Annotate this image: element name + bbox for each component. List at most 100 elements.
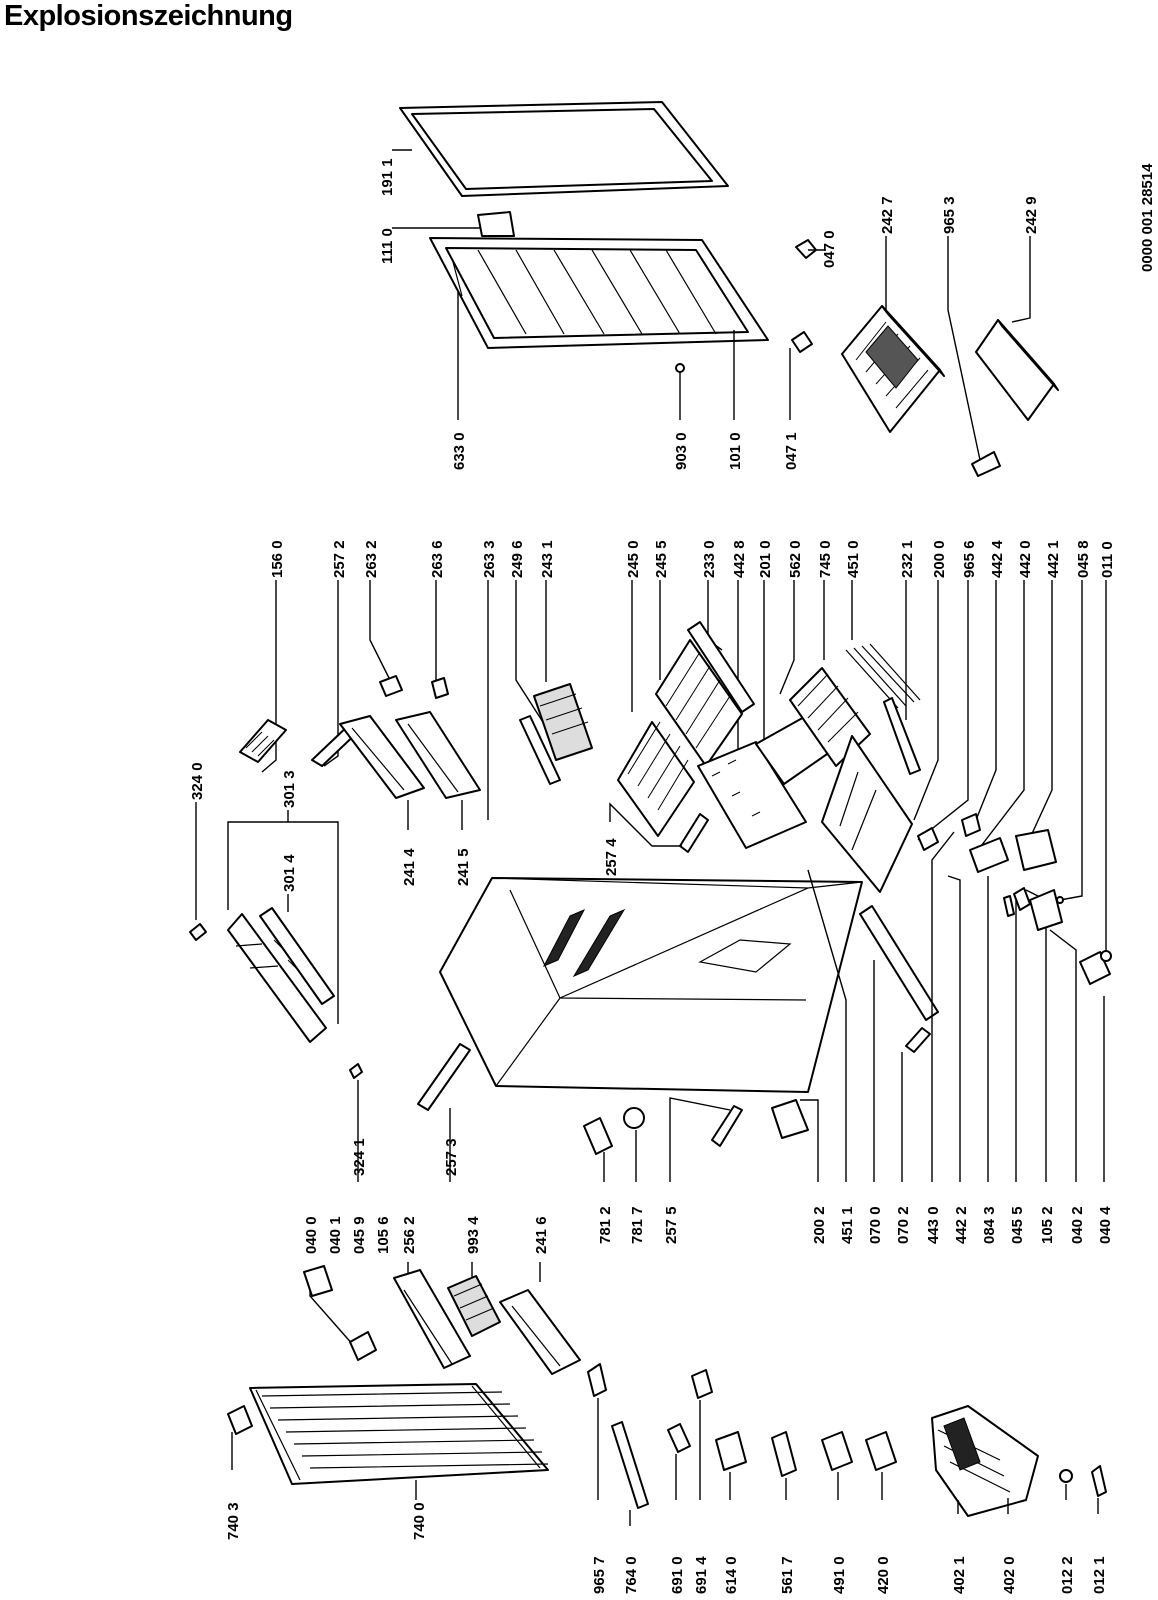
door-hinge-cap [791, 331, 813, 353]
label-045-9: 045 9 [351, 1216, 368, 1254]
label-562-0: 562 0 [787, 540, 804, 578]
label-965-3: 965 3 [941, 196, 958, 234]
capillary-764-0 [611, 1421, 649, 1509]
label-993-4: 993 4 [465, 1216, 482, 1254]
label-011-0: 011 0 [1099, 541, 1116, 578]
label-263-3: 263 3 [481, 540, 498, 578]
grommet-691-4 [691, 1369, 713, 1399]
label-191-1: 191 1 [379, 158, 396, 196]
label-045-5: 045 5 [1009, 1206, 1026, 1244]
heater-tubes-451-0 [845, 643, 921, 709]
label-249-6: 249 6 [509, 540, 526, 578]
label-324-1: 324 1 [351, 1138, 368, 1176]
shelf-rail-257-5 [711, 1105, 743, 1147]
wire-shelf-245-5 [655, 639, 743, 767]
label-764-0: 764 0 [623, 1556, 640, 1594]
front-rail-451-1 [859, 905, 939, 1021]
shelf-rail-257-3 [417, 1043, 471, 1111]
label-324-0: 324 0 [189, 762, 206, 800]
label-242-9: 242 9 [1023, 196, 1040, 234]
page-title: Explosionszeichnung [4, 0, 293, 32]
label-012-1: 012 1 [1091, 1556, 1108, 1594]
label-200-0: 200 0 [931, 540, 948, 578]
cabinet-body [439, 877, 863, 1093]
label-201-0: 201 0 [757, 540, 774, 578]
label-301-3: 301 3 [281, 770, 298, 808]
glass-shelf-243-1 [533, 683, 593, 761]
control-housing-200-0 [821, 735, 913, 893]
label-442-1: 442 1 [1045, 540, 1062, 578]
label-442-2: 442 2 [953, 1206, 970, 1244]
label-233-0: 233 0 [701, 540, 718, 578]
lamp-781-7 [623, 1107, 645, 1129]
label-111-0: 111 0 [379, 228, 396, 264]
label-105-2: 105 2 [1039, 1206, 1056, 1244]
relay-614-0 [715, 1431, 747, 1471]
drawer-large [841, 305, 945, 433]
thermostat-965-6 [917, 827, 939, 851]
label-781-7: 781 7 [629, 1206, 646, 1244]
label-045-8: 045 8 [1075, 540, 1092, 578]
bracket-200-2 [771, 1099, 809, 1139]
label-070-2: 070 2 [895, 1206, 912, 1244]
door-stop-clip [795, 239, 817, 259]
label-614-0: 614 0 [723, 1556, 740, 1594]
label-070-0: 070 0 [867, 1206, 884, 1244]
door-screw [675, 363, 685, 373]
label-156-0: 156 0 [269, 540, 286, 578]
crisper-drawer-241-6 [499, 1289, 581, 1375]
drain-070-2 [905, 1027, 931, 1053]
label-105-6: 105 6 [375, 1216, 392, 1254]
label-402-1: 402 1 [951, 1556, 968, 1594]
drain-pan-740-3 [227, 1405, 253, 1435]
cover-491-0 [821, 1431, 853, 1471]
label-443-0: 443 0 [925, 1206, 942, 1244]
hinge-bracket [477, 211, 515, 237]
clip-263-6 [431, 677, 449, 699]
label-241-4: 241 4 [401, 848, 418, 886]
filter-965-7 [587, 1363, 607, 1397]
label-040-1: 040 1 [327, 1216, 344, 1254]
label-402-0: 402 0 [1001, 1556, 1018, 1594]
label-442-8: 442 8 [731, 540, 748, 578]
clip-324-1 [349, 1063, 363, 1079]
document-number: 0000 001 28514 [1139, 163, 1156, 272]
label-740-3: 740 3 [225, 1502, 242, 1540]
door-gasket [399, 101, 729, 197]
glass-shelf-frame-249-6 [519, 715, 561, 785]
label-263-2: 263 2 [363, 540, 380, 578]
clip-105-2 [1013, 887, 1031, 911]
shelf-rail-257-4 [679, 813, 709, 853]
label-301-4: 301 4 [281, 854, 298, 892]
compressor-402-1 [931, 1405, 1039, 1517]
label-561-7: 561 7 [779, 1556, 796, 1594]
label-491-0: 491 0 [831, 1556, 848, 1594]
cap-011-0 [1100, 950, 1112, 962]
label-745-0: 745 0 [817, 540, 834, 578]
drawer-small [975, 319, 1059, 421]
label-241-5: 241 5 [455, 848, 472, 886]
hose-691-0 [667, 1423, 691, 1453]
door-shelf-241-4 [339, 715, 425, 799]
label-040-2: 040 2 [1069, 1206, 1086, 1244]
nut-012-2 [1059, 1469, 1073, 1483]
label-101-0: 101 0 [727, 432, 744, 470]
label-740-0: 740 0 [411, 1502, 428, 1540]
label-257-5: 257 5 [663, 1206, 680, 1244]
egg-tray [239, 719, 287, 763]
hinge-040-1 [303, 1265, 333, 1297]
label-257-2: 257 2 [331, 540, 348, 578]
label-232-1: 232 1 [899, 540, 916, 578]
glass-shelf-993-4 [447, 1275, 501, 1337]
label-040-4: 040 4 [1097, 1206, 1114, 1244]
label-256-2: 256 2 [401, 1216, 418, 1254]
label-243-1: 243 1 [539, 540, 556, 578]
cover-plate-201-0 [697, 741, 807, 849]
hinge-040-0 [349, 1331, 377, 1361]
door-panel [429, 237, 769, 349]
lamp-socket-442-4 [961, 813, 981, 837]
label-084-3: 084 3 [981, 1206, 998, 1244]
label-047-1: 047 1 [783, 432, 800, 470]
label-245-5: 245 5 [653, 540, 670, 578]
adjustable-foot [971, 451, 1001, 477]
